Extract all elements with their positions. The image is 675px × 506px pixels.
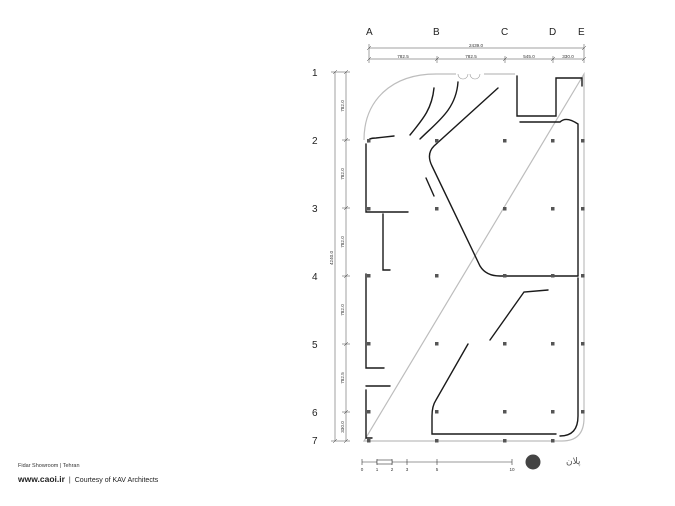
- grid-letter-c: C: [501, 27, 508, 38]
- grid-number-5: 5: [312, 340, 318, 351]
- dimension-horizontal-cd: 545.0: [523, 54, 535, 59]
- dimension-vertical-12: 782.0: [340, 100, 345, 112]
- interior-walls: [365, 75, 583, 439]
- site-link[interactable]: www.caoi.ir: [18, 474, 65, 484]
- dimension-vertical-23: 782.0: [340, 168, 345, 180]
- scale-label-5: 5: [436, 467, 439, 472]
- grid-letter-a: A: [366, 27, 373, 38]
- grid-number-2: 2: [312, 136, 318, 147]
- scale-label-2: 2: [391, 467, 394, 472]
- scale-label-3: 3: [406, 467, 409, 472]
- entrance-arcs: [457, 73, 481, 80]
- dimension-vertical-56: 782.5: [340, 372, 345, 384]
- columns: [367, 139, 585, 443]
- source-caption: www.caoi.ir|Courtesy of KAV Architects: [18, 474, 158, 484]
- caption-separator: |: [68, 477, 71, 484]
- grid-letter-b: B: [433, 27, 440, 38]
- scale-label-0: 0: [361, 467, 364, 472]
- courtesy-text: Courtesy of KAV Architects: [74, 477, 159, 484]
- building-outline: [362, 71, 585, 442]
- dimension-vertical-34: 782.0: [340, 236, 345, 248]
- grid-letter-d: D: [549, 27, 556, 38]
- dimension-horizontal-ab: 782.5: [397, 54, 409, 59]
- dimension-vertical-67: 330.0: [340, 421, 345, 433]
- grid-number-3: 3: [312, 204, 318, 215]
- project-caption: Fidar Showroom | Tehran: [18, 463, 80, 469]
- scale-label-10: 10: [509, 467, 515, 472]
- dimension-vertical-total: 4240.0: [329, 251, 334, 265]
- grid-number-1: 1: [312, 68, 318, 79]
- dimension-vertical-45: 782.0: [340, 304, 345, 316]
- vertical-dimensions: [331, 69, 350, 444]
- grid-letter-e: E: [578, 27, 585, 38]
- north-marker-icon: [525, 454, 541, 470]
- scale-label-1: 1: [376, 467, 379, 472]
- grid-number-7: 7: [312, 436, 318, 447]
- scale-bar: [361, 459, 513, 465]
- plan-label: پلان: [566, 457, 581, 467]
- horizontal-dimensions: [366, 44, 587, 63]
- grid-number-6: 6: [312, 408, 318, 419]
- dimension-horizontal-bc: 782.5: [465, 54, 477, 59]
- dimension-horizontal-de: 330.0: [562, 54, 574, 59]
- dimension-horizontal-total: 2439.0: [469, 43, 483, 48]
- grid-number-4: 4: [312, 272, 318, 283]
